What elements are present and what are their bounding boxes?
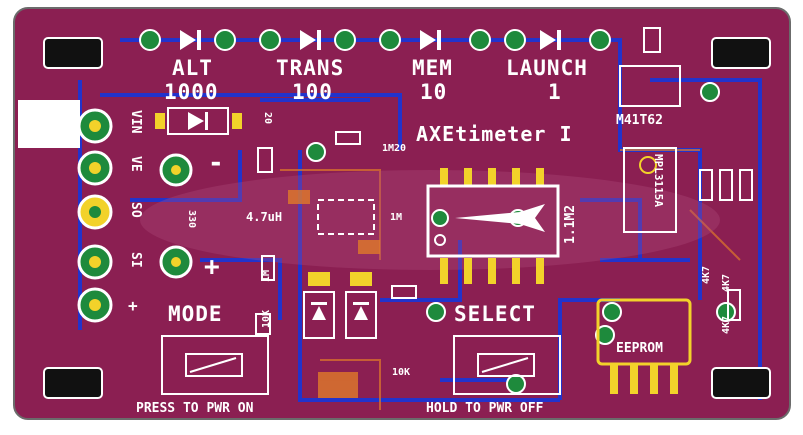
regulator-box <box>619 65 681 107</box>
res-330: 330 <box>186 210 197 229</box>
res-10k-a: 10K <box>261 309 272 328</box>
res-4k7-b: 4K7 <box>721 273 732 292</box>
header-pads <box>77 108 193 323</box>
res-1m20: 1M20 <box>382 143 407 154</box>
led-value-trans: 100 <box>292 80 333 104</box>
pin-label-plus: + <box>128 296 138 315</box>
led-label-launch: LAUNCH <box>506 56 588 80</box>
res-1m2: 1.1M2 <box>563 204 578 244</box>
res-10k-b: 10K <box>392 367 411 378</box>
mount-holes <box>43 37 771 399</box>
pin-label-vin: VIN <box>128 110 143 134</box>
header-highlight <box>18 100 80 148</box>
res-4k7-a: 4K7 <box>701 265 712 284</box>
eeprom-label: EEPROM <box>616 341 663 356</box>
pin-label-so: SO <box>128 202 143 218</box>
led-value-mem: 10 <box>420 80 448 104</box>
board-title: AXEtimeter I <box>416 122 573 146</box>
plus-mark: + <box>204 252 221 282</box>
led-label-mem: MEM <box>412 56 453 80</box>
minus-mark: - <box>208 148 225 178</box>
smd-parts <box>255 27 753 335</box>
led-label-alt: ALT <box>172 56 213 80</box>
select-button[interactable]: SELECT <box>454 302 536 326</box>
led-value-alt: 1000 <box>164 80 219 104</box>
orange-traces <box>280 149 741 410</box>
led-label-trans: TRANS <box>276 56 345 80</box>
pin-label-ve: VE <box>128 156 143 172</box>
res-1m-a: 1M <box>390 212 403 223</box>
diode-pair <box>303 272 377 339</box>
pressure-sensor-label: MPL3115A <box>652 154 665 207</box>
diode-vin <box>155 107 242 135</box>
select-hint: HOLD TO PWR OFF <box>426 401 544 416</box>
res-1m-b: 1M <box>261 269 272 282</box>
eeprom-chip <box>596 298 692 394</box>
mode-hint: PRESS TO PWR ON <box>136 401 254 416</box>
mode-button[interactable]: MODE <box>168 302 223 326</box>
led-value-launch: 1 <box>548 80 562 104</box>
pressure-sensor <box>623 147 677 233</box>
res-20: 20 <box>262 112 273 125</box>
main-ic <box>426 168 560 284</box>
regulator-label: M41T62 <box>616 113 663 128</box>
pin-label-si: SI <box>128 252 143 268</box>
inductor-box <box>317 199 375 235</box>
board-outline <box>13 7 791 420</box>
led-symbols <box>180 30 561 50</box>
orange-pads <box>288 190 380 398</box>
button-outlines <box>161 335 561 395</box>
inductor-value: 4.7uH <box>246 210 283 224</box>
res-4k7-c: 4K7 <box>721 315 732 334</box>
